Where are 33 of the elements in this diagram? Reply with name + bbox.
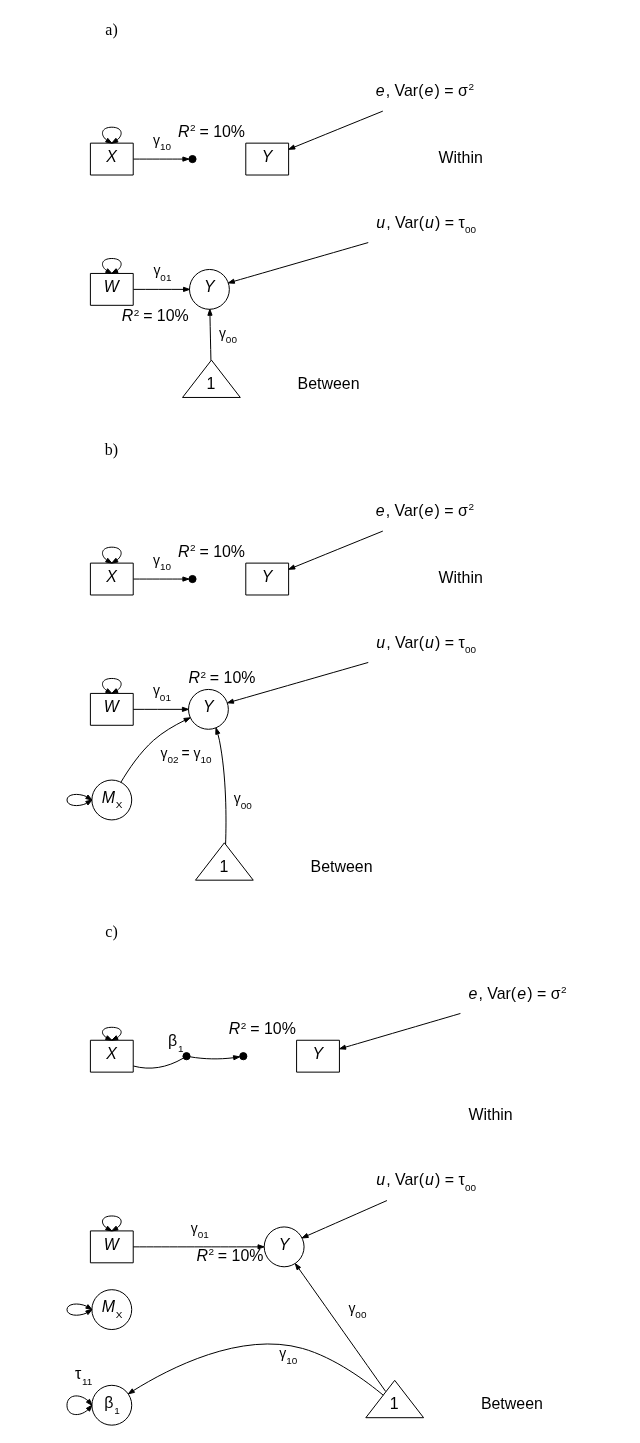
edge-label: γ$_{00}$ — [233, 790, 252, 811]
label: Between — [310, 857, 373, 875]
node-label: R$^{2}$ = 10% — [177, 122, 245, 140]
edge-label: γ$_{10}$ — [152, 551, 171, 573]
node-label: R$^{2}$ = 10% — [228, 1019, 296, 1038]
label: Within — [438, 568, 483, 586]
label: Between — [297, 374, 360, 392]
label: a) — [104, 20, 118, 38]
node-label: R$^{2}$ = 10% — [121, 306, 189, 325]
node-label: R$^{2}$ = 10% — [188, 668, 255, 687]
node-label: R$^{2}$ = 10% — [177, 542, 245, 560]
node-label: β$_{1}$ — [167, 1032, 183, 1054]
edge-label: γ$_{10}$ — [152, 131, 171, 153]
label: Within — [467, 1106, 513, 1124]
node-text: u, Var(u) = τ$_{00}$ — [375, 1171, 476, 1193]
node-text: e, Var(e) = σ$^{2}$ — [375, 501, 474, 519]
node-label: R$^{2}$ = 10% — [195, 1246, 263, 1264]
label: b) — [104, 440, 118, 458]
edge-label: γ$_{02}$ = γ$_{10}$ — [160, 744, 212, 766]
node-text: u, Var(u) = τ$_{00}$ — [375, 633, 476, 656]
label: Within — [438, 148, 483, 166]
edge-label: γ$_{00}$ — [218, 324, 237, 346]
node-text: u, Var(u) = τ$_{00}$ — [375, 213, 476, 236]
edge-label: γ$_{10}$ — [278, 1345, 297, 1366]
edge-label: γ$_{00}$ — [347, 1299, 366, 1321]
edge-label: γ$_{01}$ — [152, 682, 171, 703]
label: c) — [104, 923, 118, 941]
edge-label: γ$_{01}$ — [190, 1219, 209, 1241]
node-text: e, Var(e) = σ$^{2}$ — [375, 81, 474, 99]
node-label: τ$_{11}$ — [74, 1365, 92, 1387]
node-text: e, Var(e) = σ$^{2}$ — [467, 984, 567, 1002]
label: Between — [480, 1395, 543, 1413]
edge-label: γ$_{01}$ — [152, 262, 171, 283]
